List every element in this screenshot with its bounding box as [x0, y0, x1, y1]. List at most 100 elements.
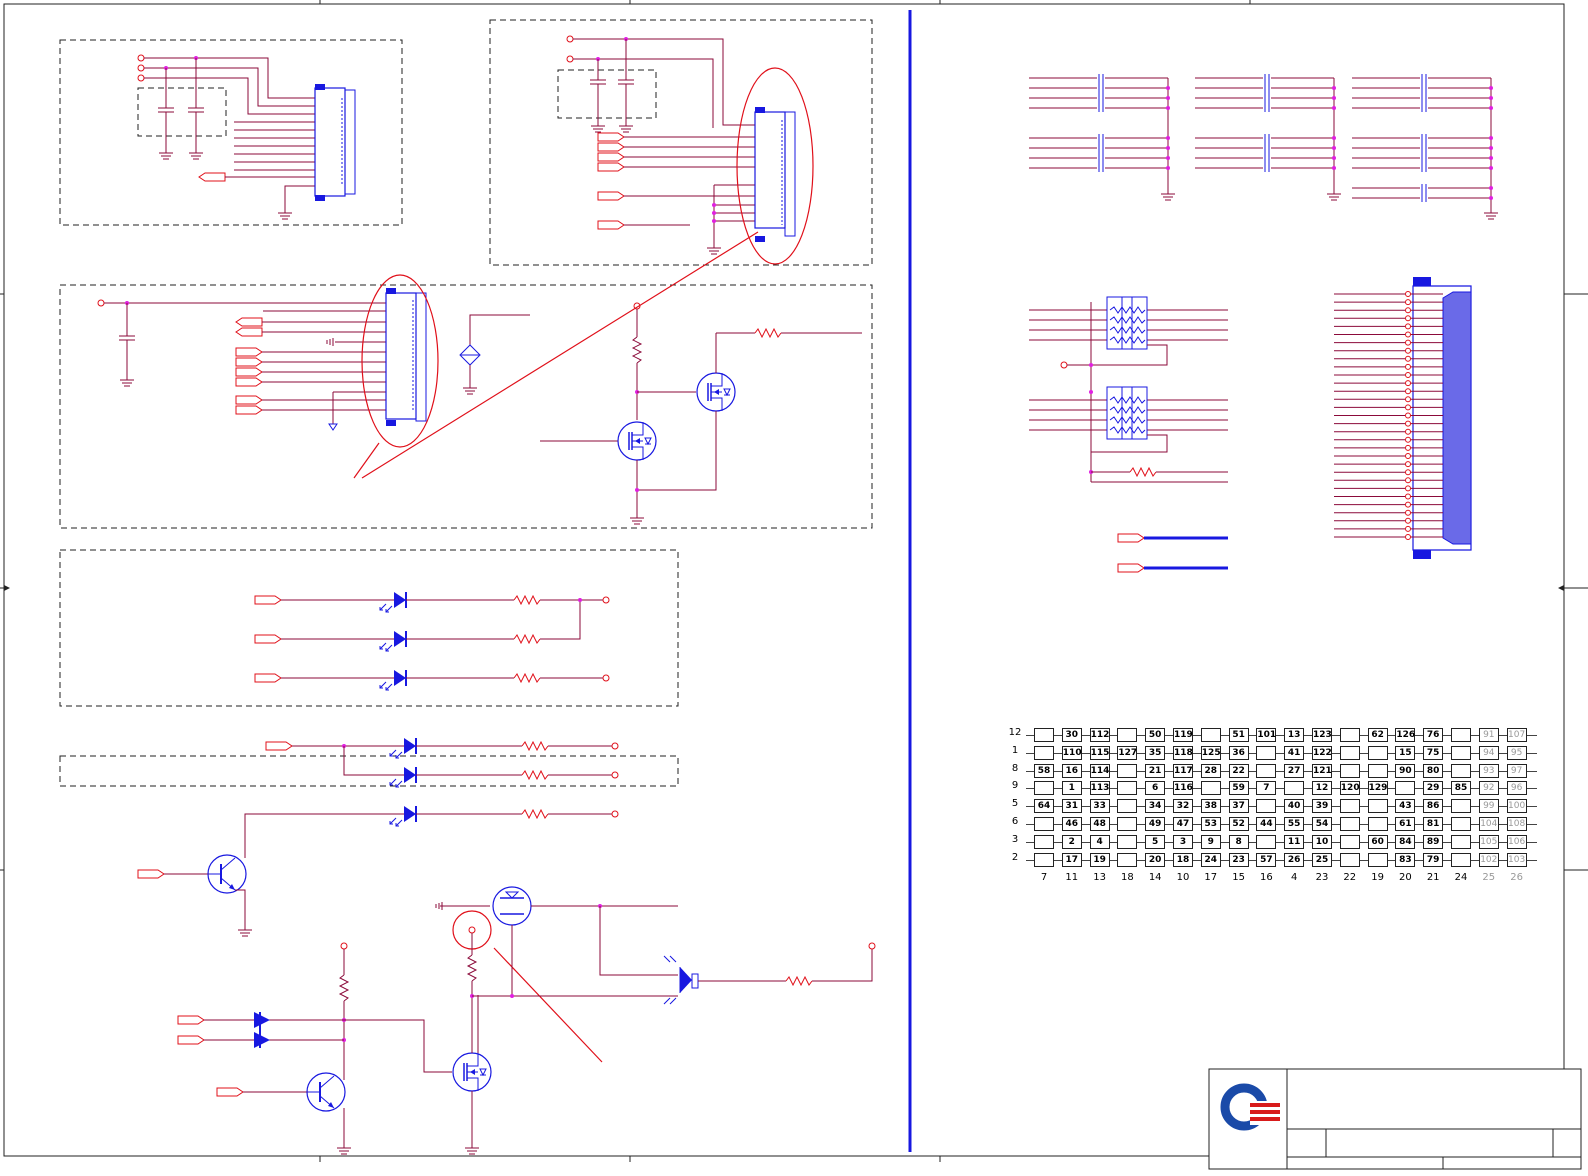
- grid-col-label: 10: [1176, 872, 1190, 884]
- grid-cell: 108: [1506, 817, 1527, 831]
- resistor-network: [1029, 296, 1228, 573]
- grid-cell: [1367, 763, 1388, 778]
- grid-cell: 125: [1200, 745, 1221, 760]
- connector-pin: [1405, 363, 1411, 370]
- grid-cell: 96: [1506, 781, 1527, 796]
- grid-cell: 100: [1506, 799, 1527, 814]
- grid-cell: 16: [1061, 763, 1082, 778]
- grid-cell: 81: [1423, 817, 1444, 831]
- grid-cell: 25: [1312, 852, 1332, 867]
- grid-cell: [1117, 728, 1138, 742]
- grid-cell: 34: [1145, 799, 1166, 814]
- grid-cell: [1117, 781, 1138, 796]
- grid-col-label: 22: [1343, 872, 1357, 884]
- grid-cell: 31: [1061, 799, 1082, 814]
- grid-cell: 90: [1395, 763, 1416, 778]
- grid-cell: 28: [1200, 763, 1221, 778]
- grid-cell: 97: [1506, 763, 1527, 778]
- grid-cell: [1034, 834, 1054, 849]
- grid-cell: 26: [1284, 852, 1305, 867]
- grid-cell: 85: [1451, 781, 1471, 796]
- grid-cell: [1256, 745, 1277, 760]
- grid-cell: 22: [1228, 763, 1249, 778]
- cap-array-3: [1352, 74, 1499, 220]
- grid-cell: 83: [1395, 852, 1416, 867]
- grid-cell: 52: [1228, 817, 1249, 831]
- grid-cell: [1339, 763, 1360, 778]
- connector-pin: [1405, 444, 1411, 451]
- grid-cell: [1256, 763, 1277, 778]
- grid-cell: [1451, 763, 1471, 778]
- grid-cell: 36: [1228, 745, 1249, 760]
- grid-cell: 11: [1284, 834, 1305, 849]
- grid-col-label: 15: [1232, 872, 1245, 884]
- grid-row-label: 6: [1011, 816, 1019, 827]
- grid-cell: 127: [1117, 745, 1138, 760]
- grid-cell: 4: [1089, 834, 1110, 849]
- grid-col-label: 13: [1093, 872, 1106, 884]
- grid-cell: [1117, 852, 1138, 867]
- grid-cell: 129: [1367, 781, 1388, 796]
- grid-cell: 9: [1200, 834, 1221, 849]
- connector-pin: [1405, 323, 1411, 330]
- grid-cell: 39: [1312, 799, 1332, 814]
- grid-cell: 114: [1089, 763, 1110, 778]
- grid-cell: [1367, 745, 1388, 760]
- grid-cell: 79: [1423, 852, 1444, 867]
- grid-cell: 61: [1395, 817, 1416, 831]
- connector-pin: [1405, 412, 1411, 419]
- grid-col-label: 14: [1148, 872, 1162, 884]
- grid-col-label: 11: [1065, 872, 1079, 884]
- grid-col-label: 17: [1204, 872, 1218, 884]
- grid-cell: 101: [1256, 728, 1277, 742]
- grid-cell: 15: [1395, 745, 1416, 760]
- grid-col-label: 4: [1291, 872, 1298, 884]
- grid-row-label: 8: [1011, 762, 1019, 774]
- grid-col-label: 23: [1315, 872, 1329, 884]
- grid-cell: [1034, 728, 1054, 742]
- logo-icon: [1220, 1083, 1280, 1131]
- grid-cell: [1117, 799, 1138, 814]
- grid-cell: [1034, 817, 1054, 831]
- connector-pin: [1405, 420, 1411, 427]
- grid-col-label: 18: [1121, 872, 1134, 884]
- grid-cell: 54: [1312, 817, 1332, 831]
- grid-cell: 40: [1284, 799, 1305, 814]
- grid-cell: 23: [1228, 852, 1249, 867]
- grid-row-line: [1026, 859, 1537, 861]
- grid-col-label: 24: [1454, 872, 1468, 884]
- grid-cell: 50: [1145, 728, 1166, 742]
- grid-cell: 8: [1228, 834, 1249, 849]
- grid-cell: 48: [1089, 817, 1110, 831]
- grid-cell: 57: [1256, 852, 1277, 867]
- connector-pin: [1405, 404, 1411, 411]
- grid-cell: [1451, 817, 1471, 831]
- grid-cell: 53: [1200, 817, 1221, 831]
- grid-row-line: [1026, 752, 1537, 754]
- grid-cell: 13: [1284, 728, 1305, 742]
- grid-cell: [1367, 852, 1388, 867]
- grid-cell: [1339, 728, 1360, 742]
- grid-cell: [1034, 781, 1054, 796]
- grid-cell: 51: [1228, 728, 1249, 742]
- grid-cell: 55: [1284, 817, 1305, 831]
- connector-pin: [1405, 525, 1411, 532]
- grid-cell: 38: [1200, 799, 1221, 814]
- grid-cell: 102: [1478, 852, 1499, 867]
- grid-cell: 92: [1478, 781, 1499, 796]
- grid-cell: 27: [1284, 763, 1305, 778]
- grid-cell: 105: [1478, 834, 1499, 849]
- cap-array-1: [1029, 74, 1176, 201]
- power-switch-circuit: [177, 886, 876, 1155]
- grid-cell: 17: [1061, 852, 1082, 867]
- grid-cell: 93: [1478, 763, 1499, 778]
- grid-cell: 107: [1506, 728, 1527, 742]
- grid-cell: [1034, 745, 1054, 760]
- grid-row-label: 12: [1008, 727, 1022, 738]
- grid-col-label: 26: [1510, 872, 1523, 884]
- grid-cell: 118: [1173, 745, 1193, 760]
- led-block-2: [59, 737, 679, 937]
- grid-cell: 1: [1061, 781, 1082, 796]
- connector-pin: [1405, 493, 1411, 500]
